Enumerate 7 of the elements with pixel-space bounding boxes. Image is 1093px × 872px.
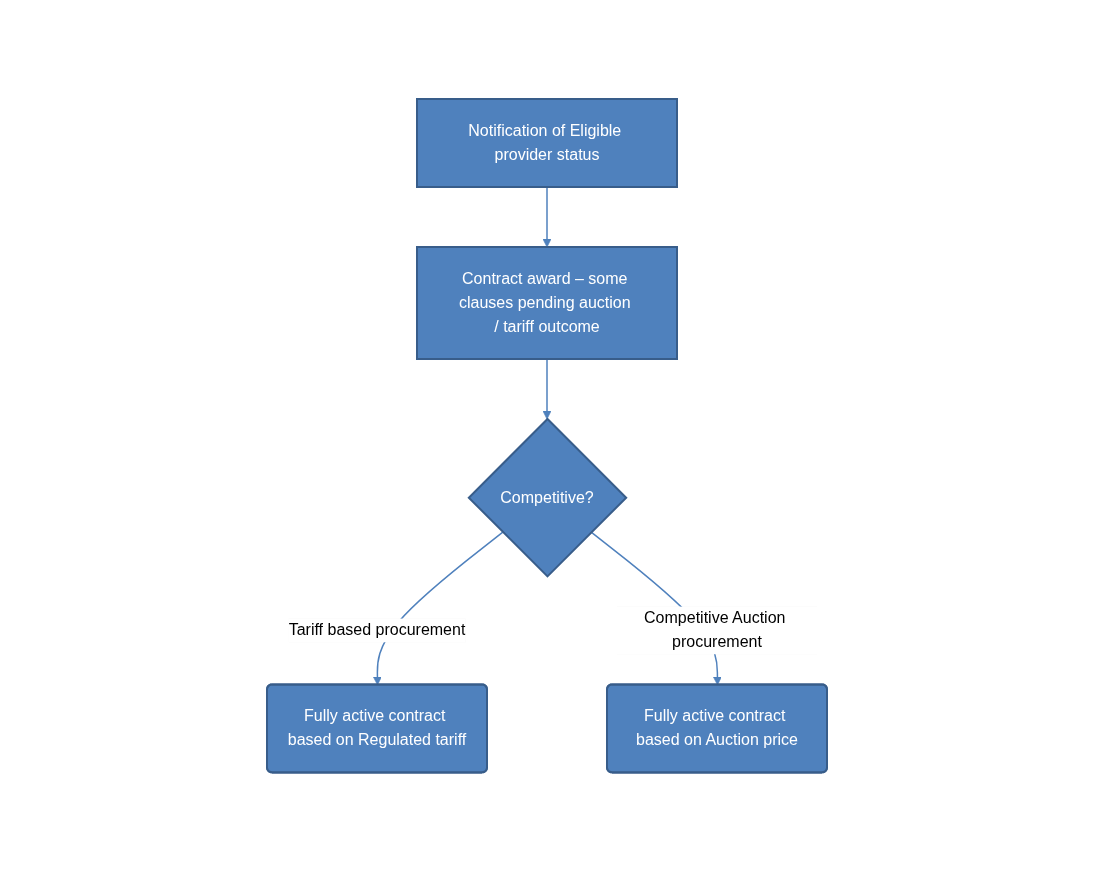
edge-label: Competitive Auction procurement	[643, 609, 785, 651]
arrow	[542, 186, 551, 248]
edge-label: Tariff based procurement	[288, 621, 465, 639]
node-box: Notification of Eligible provider status	[415, 98, 678, 189]
node-box: Contract award – some clauses pending auction / tariff outcome	[415, 246, 678, 361]
arrow	[542, 358, 551, 420]
node-diamond: Competitive?	[466, 417, 628, 579]
